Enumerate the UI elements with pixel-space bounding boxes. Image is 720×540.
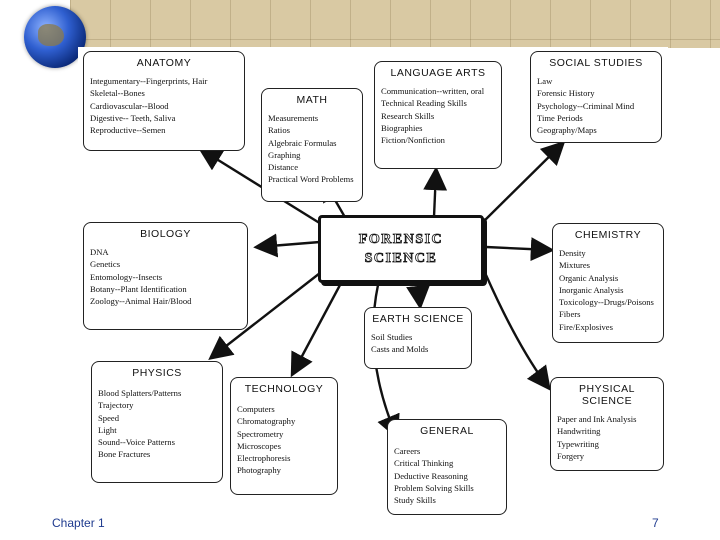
social-studies-title: SOCIAL STUDIES: [549, 57, 643, 69]
chemistry-item: Fibers: [559, 309, 581, 320]
language-arts-item: Research Skills: [381, 110, 435, 121]
biology-item: Genetics: [90, 259, 121, 270]
social-studies-box: SOCIAL STUDIES Law Forensic History Psyc…: [530, 51, 662, 143]
social-studies-item: Forensic History: [537, 88, 595, 99]
language-arts-box: LANGUAGE ARTS Communication--written, or…: [374, 61, 502, 169]
technology-item: Electrophoresis: [237, 453, 291, 464]
anatomy-box: ANATOMY Integumentary--Fingerprints, Hai…: [83, 51, 245, 151]
physical-science-item: Typewriting: [557, 438, 599, 449]
biology-box: BIOLOGY DNA Genetics Entomology--Insects…: [83, 222, 248, 330]
physical-science-item: Paper and Ink Analysis: [557, 414, 637, 424]
map-header-strip: [70, 0, 720, 48]
technology-item: Microscopes: [237, 440, 281, 451]
biology-item: DNA: [90, 247, 109, 257]
biology-item: Entomology--Insects: [90, 271, 163, 282]
anatomy-item: Digestive-- Teeth, Saliva: [90, 112, 176, 123]
arrow-to-social-studies: [479, 140, 566, 226]
chemistry-box: CHEMISTRY Density Mixtures Organic Analy…: [552, 223, 664, 343]
page-number: 7: [652, 516, 659, 530]
anatomy-item: Skeletal--Bones: [90, 88, 145, 99]
chemistry-title: CHEMISTRY: [574, 229, 642, 241]
arrow-to-technology: [290, 284, 342, 378]
arrow-to-chemistry: [485, 237, 555, 262]
physics-title: PHYSICS: [132, 367, 182, 379]
social-studies-item: Geography/Maps: [537, 125, 597, 136]
physics-item: Bone Fractures: [98, 449, 151, 460]
general-title: GENERAL: [420, 425, 474, 437]
connector-arrows: [197, 140, 566, 440]
arrow-to-physics: [208, 272, 321, 360]
chemistry-item: Fire/Explosives: [559, 321, 613, 332]
biology-item: Zoology--Animal Hair/Blood: [90, 296, 192, 307]
technology-item: Spectrometry: [237, 428, 284, 439]
forensic-science-hub: FORENSIC SCIENCE: [318, 215, 484, 283]
anatomy-item: Cardiovascular--Blood: [90, 100, 169, 111]
earth-science-item: Soil Studies: [371, 332, 413, 342]
social-studies-item: Time Periods: [537, 112, 583, 123]
earth-science-item: Casts and Molds: [371, 344, 429, 355]
technology-item: Photography: [237, 465, 281, 476]
math-item: Distance: [268, 162, 299, 173]
social-studies-item: Psychology--Criminal Mind: [537, 100, 635, 111]
math-title: MATH: [296, 94, 328, 106]
physical-science-item: Forgery: [557, 450, 585, 461]
language-arts-item: Biographies: [381, 122, 423, 133]
general-item: Deductive Reasoning: [394, 470, 468, 481]
chapter-label: Chapter 1: [52, 516, 105, 530]
arrow-to-earth-science: [406, 284, 431, 310]
general-item: Careers: [394, 446, 421, 456]
technology-title: TECHNOLOGY: [244, 383, 324, 395]
biology-item: Botany--Plant Identification: [90, 283, 187, 294]
arrow-to-biology: [253, 233, 321, 258]
general-item: Study Skills: [394, 495, 436, 506]
language-arts-item: Communication--written, oral: [381, 86, 485, 96]
general-box: GENERAL Careers Critical Thinking Deduct…: [387, 419, 507, 515]
physical-science-title: PHYSICAL SCIENCE: [579, 383, 635, 407]
earth-science-title: EARTH SCIENCE: [372, 313, 464, 325]
anatomy-item: Integumentary--Fingerprints, Hair: [90, 76, 208, 86]
anatomy-title: ANATOMY: [136, 57, 192, 69]
social-studies-item: Law: [537, 76, 553, 86]
math-item: Graphing: [268, 149, 301, 160]
language-arts-item: Fiction/Nonfiction: [381, 135, 445, 146]
arrow-to-physical-science: [484, 274, 551, 391]
physics-item: Speed: [98, 412, 120, 423]
physics-item: Trajectory: [98, 400, 134, 411]
physics-box: PHYSICS Blood Splatters/Patterns Traject…: [91, 361, 223, 483]
physical-science-item: Handwriting: [557, 426, 601, 437]
arrow-to-language-arts: [423, 166, 448, 218]
general-item: Problem Solving Skills: [394, 482, 474, 493]
earth-science-box: EARTH SCIENCE Soil Studies Casts and Mol…: [364, 307, 472, 369]
chemistry-item: Inorganic Analysis: [559, 284, 624, 295]
math-item: Measurements: [268, 113, 319, 123]
chemistry-item: Organic Analysis: [559, 272, 619, 283]
hub-title-line1: FORENSIC: [358, 232, 444, 248]
hub-title-line2: SCIENCE: [364, 251, 438, 267]
chemistry-item: Density: [559, 248, 586, 258]
language-arts-item: Technical Reading Skills: [381, 98, 467, 109]
math-item: Practical Word Problems: [268, 174, 354, 185]
math-box: MATH Measurements Ratios Algebraic Formu…: [261, 88, 363, 202]
chemistry-item: Toxicology--Drugs/Poisons: [559, 297, 654, 308]
math-item: Algebraic Formulas: [268, 137, 337, 148]
technology-item: Chromatography: [237, 416, 296, 427]
globe-icon: [24, 6, 86, 68]
technology-box: TECHNOLOGY Computers Chromatography Spec…: [230, 377, 338, 495]
physical-science-box: PHYSICAL SCIENCE Paper and Ink Analysis …: [550, 377, 664, 471]
language-arts-title: LANGUAGE ARTS: [390, 67, 486, 79]
math-item: Ratios: [268, 125, 290, 136]
left-margin: [0, 48, 78, 518]
biology-title: BIOLOGY: [140, 228, 191, 240]
physics-item: Light: [98, 424, 117, 435]
general-item: Critical Thinking: [394, 458, 454, 469]
physics-item: Blood Splatters/Patterns: [98, 388, 182, 398]
technology-item: Computers: [237, 404, 275, 414]
anatomy-item: Reproductive--Semen: [90, 125, 166, 136]
forensic-science-concept-map: FORENSIC SCIENCE ANATOMY Integumentary--…: [78, 47, 668, 517]
chemistry-item: Mixtures: [559, 260, 591, 271]
physics-item: Sound--Voice Patterns: [98, 437, 175, 448]
